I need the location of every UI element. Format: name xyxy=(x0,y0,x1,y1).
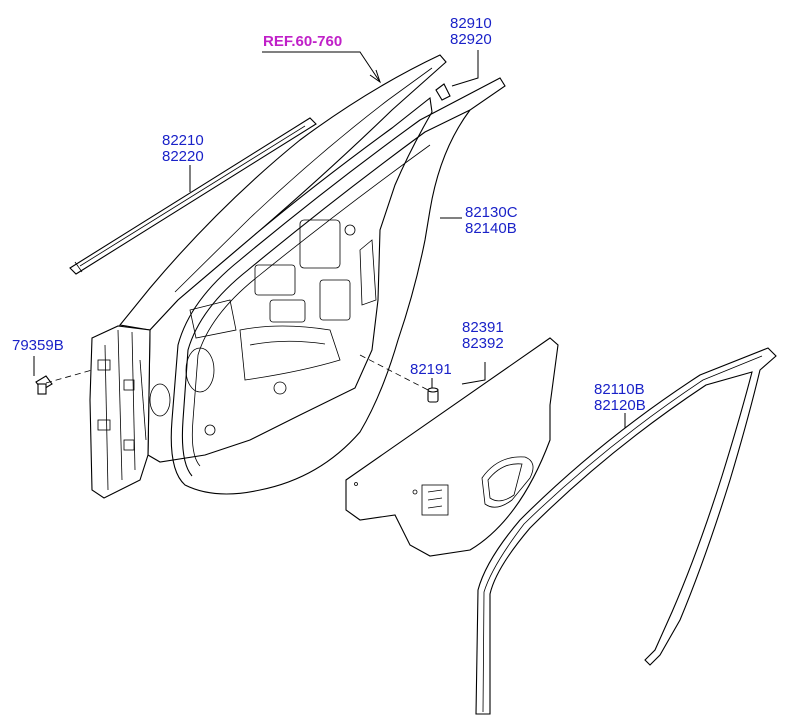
door-frame-panel xyxy=(89,54,447,499)
part-number-82191: 82191 xyxy=(410,361,452,378)
hinge-bolt xyxy=(35,375,53,395)
part-number-82210: 82210 xyxy=(162,132,204,149)
part-number-82220: 82220 xyxy=(162,148,204,165)
part-number-82391: 82391 xyxy=(462,319,504,336)
corner-bracket xyxy=(435,83,451,101)
part-number-82120b: 82120B xyxy=(594,397,646,414)
callout-82910[interactable]: 82910 82920 xyxy=(450,15,492,48)
callout-82110[interactable]: 82110B 82120B xyxy=(594,381,646,414)
door-frame-weatherstrip xyxy=(170,77,506,495)
part-number-82140b: 82140B xyxy=(465,220,517,237)
callout-82391[interactable]: 82391 82392 xyxy=(462,319,504,352)
callout-82210[interactable]: 82210 82220 xyxy=(162,132,204,165)
part-number-82910: 82910 xyxy=(450,15,492,32)
belt-moulding-strip xyxy=(69,117,317,275)
callout-82191[interactable]: 82191 xyxy=(410,361,452,378)
callout-79359[interactable]: 79359B xyxy=(12,337,64,354)
leader-lines xyxy=(33,50,626,428)
part-number-82392: 82392 xyxy=(462,335,504,352)
part-number-79359b: 79359B xyxy=(12,337,64,354)
callout-82130[interactable]: 82130C 82140B xyxy=(465,204,518,237)
part-number-82920: 82920 xyxy=(450,31,492,48)
part-number-82110b: 82110B xyxy=(594,381,645,398)
part-number-82130c: 82130C xyxy=(465,204,518,221)
retainer-clip xyxy=(427,387,439,403)
reference-label[interactable]: REF.60-760 xyxy=(263,33,342,50)
vapor-barrier-sheet xyxy=(345,337,559,557)
body-side-weatherstrip xyxy=(475,347,777,715)
